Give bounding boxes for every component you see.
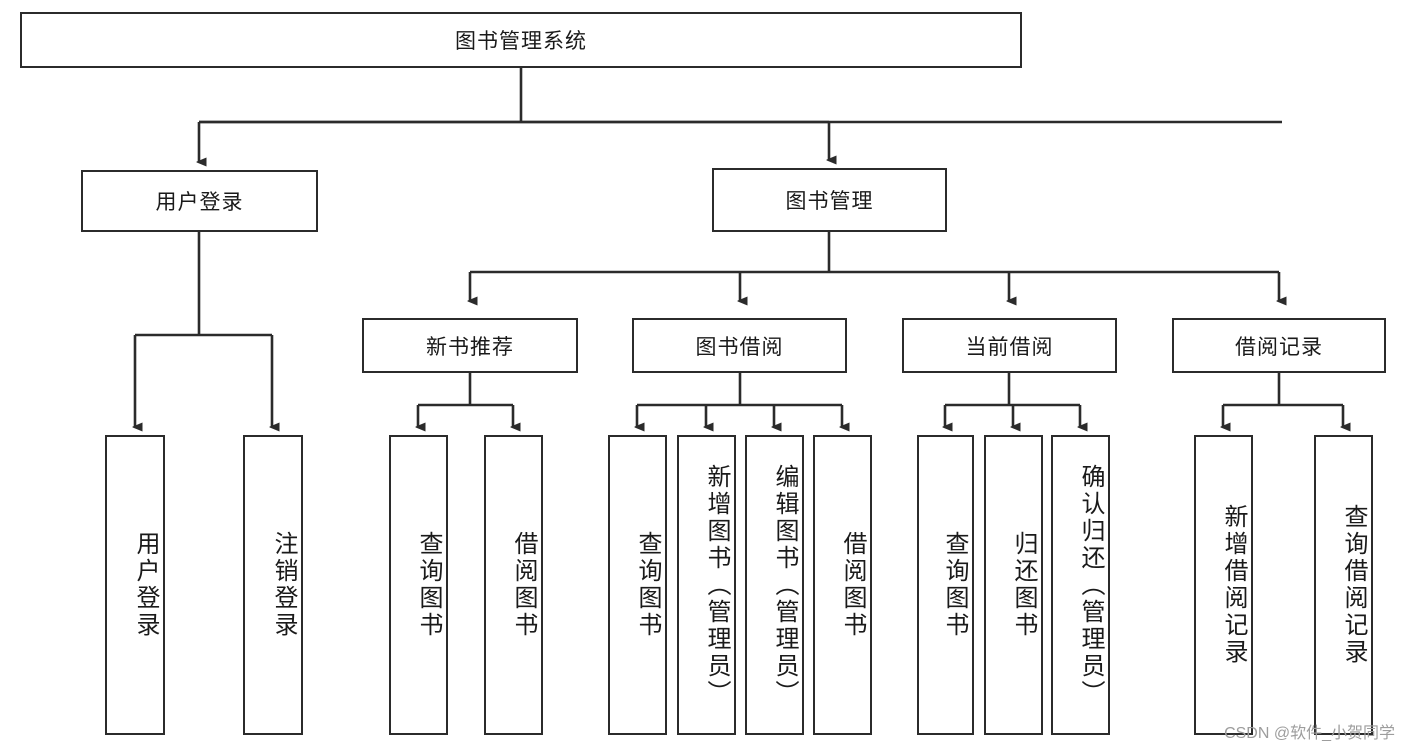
node-label: 查询图书 [941, 531, 968, 639]
node-book-management[interactable]: 图书管理 [712, 168, 947, 232]
leaf-borrow-record-query-record[interactable]: 查询借阅记录 [1314, 435, 1373, 735]
leaf-current-borrow-query-book[interactable]: 查询图书 [917, 435, 974, 735]
leaf-user-login-login[interactable]: 用户登录 [105, 435, 165, 735]
node-label: 归还图书 [1010, 531, 1037, 639]
node-new-book-recommendation[interactable]: 新书推荐 [362, 318, 578, 373]
node-label: 编辑图书（管理员） [771, 463, 798, 707]
node-label: 当前借阅 [965, 335, 1054, 359]
leaf-current-borrow-return-book[interactable]: 归还图书 [984, 435, 1043, 735]
node-label: 新增借阅记录 [1220, 504, 1247, 666]
node-label: 新增图书（管理员） [703, 463, 730, 707]
node-label: 查询借阅记录 [1340, 504, 1367, 666]
leaf-book-borrow-borrow-book[interactable]: 借阅图书 [813, 435, 872, 735]
node-current-borrowing[interactable]: 当前借阅 [902, 318, 1117, 373]
node-label: 查询图书 [415, 531, 442, 639]
leaf-book-borrow-edit-book-admin[interactable]: 编辑图书（管理员） [745, 435, 804, 735]
node-label: 用户登录 [155, 191, 244, 214]
node-label: 图书管理系统 [455, 30, 587, 53]
node-label: 借阅图书 [839, 531, 866, 639]
leaf-user-login-logout[interactable]: 注销登录 [243, 435, 303, 735]
node-label: 新书推荐 [426, 335, 514, 359]
node-label: 查询图书 [634, 531, 661, 639]
node-label: 图书管理 [785, 190, 874, 213]
node-label: 图书借阅 [695, 335, 784, 359]
node-label: 借阅记录 [1235, 335, 1323, 359]
node-label: 注销登录 [270, 531, 297, 639]
watermark: CSDN @软件_小贺同学 [1224, 725, 1395, 742]
node-label: 用户登录 [132, 531, 159, 639]
node-borrowing-record[interactable]: 借阅记录 [1172, 318, 1386, 373]
leaf-book-borrow-add-book-admin[interactable]: 新增图书（管理员） [677, 435, 736, 735]
node-root-book-management-system[interactable]: 图书管理系统 [20, 12, 1022, 68]
node-label: 确认归还（管理员） [1077, 463, 1104, 707]
leaf-borrow-record-add-record[interactable]: 新增借阅记录 [1194, 435, 1253, 735]
node-user-login[interactable]: 用户登录 [81, 170, 318, 232]
node-book-borrowing[interactable]: 图书借阅 [632, 318, 847, 373]
leaf-new-book-query-book[interactable]: 查询图书 [389, 435, 448, 735]
leaf-current-borrow-confirm-return-admin[interactable]: 确认归还（管理员） [1051, 435, 1110, 735]
leaf-new-book-borrow-book[interactable]: 借阅图书 [484, 435, 543, 735]
node-label: 借阅图书 [510, 531, 537, 639]
leaf-book-borrow-query-book[interactable]: 查询图书 [608, 435, 667, 735]
